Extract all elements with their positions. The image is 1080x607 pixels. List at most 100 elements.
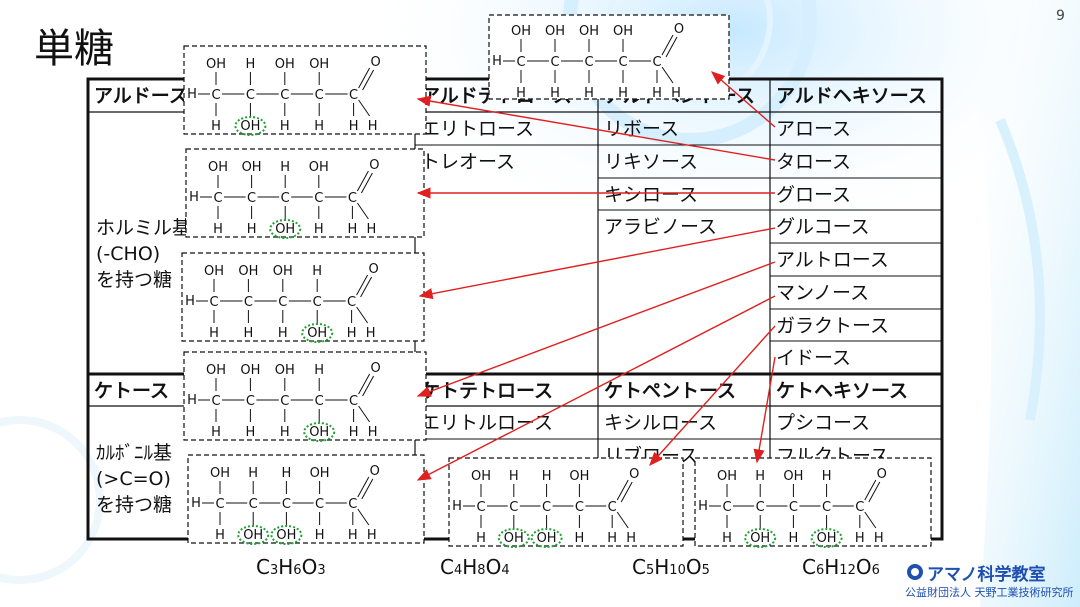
atom-c: C [315, 88, 324, 103]
substituent-top: OH [717, 469, 737, 484]
atom-c: C [722, 500, 731, 515]
atom-bg [278, 392, 291, 408]
mapping-arrow [710, 71, 776, 128]
substituent-bottom: H [516, 86, 526, 101]
atom-bg [347, 86, 360, 102]
mapping-arrow [649, 325, 776, 467]
logo-mark-icon [907, 564, 923, 580]
atom-c: C [282, 497, 291, 512]
substituent-bottom: H [314, 222, 324, 237]
substituent-top: H [248, 466, 258, 481]
logo-name: アマノ科学教室 [927, 565, 1046, 585]
substituent-bottom: OH [537, 531, 557, 546]
double-bond [358, 67, 371, 89]
oh-highlight [269, 219, 302, 239]
substituent-top: OH [471, 469, 491, 484]
sugar-galactose: ガラクトース [776, 315, 890, 337]
atom-c: C [476, 500, 485, 515]
atom-o: O [370, 464, 380, 479]
atom-bg [279, 189, 292, 205]
formula-c4: C4H8O4 [434, 550, 516, 584]
double-bond [356, 170, 369, 192]
substituent-bottom: OH [817, 531, 837, 546]
atom-c: C [211, 88, 220, 103]
atom-c: C [608, 500, 617, 515]
atom-c: C [822, 500, 831, 515]
double-bond [864, 479, 877, 501]
amano-logo: アマノ科学教室 公益財団法人 天野工業技術研究所 [905, 560, 1075, 604]
atom-bg [313, 495, 326, 511]
substituent-top: OH [310, 466, 330, 481]
double-bond [620, 481, 633, 503]
mapping-arrow [753, 356, 776, 464]
substituent-top: OH [242, 160, 262, 175]
structure-box [187, 454, 425, 544]
structure-box [488, 14, 730, 100]
atom-c: C [550, 55, 559, 70]
page-number: 9 [1056, 8, 1065, 24]
atom-c: C [652, 55, 661, 70]
substituent-bottom: H [280, 119, 290, 134]
substituent-bottom: OH [750, 531, 770, 546]
formula-c6-o: 6 [871, 563, 880, 578]
substituent-top: H [509, 469, 519, 484]
ketopentose-header: ケトペントース [604, 380, 737, 402]
atom-bg [346, 495, 359, 511]
atom-h: H [191, 496, 201, 511]
atom-h: H [626, 531, 636, 546]
substituent-bottom: H [349, 425, 359, 440]
atom-c: C [348, 497, 357, 512]
substituent-bottom: H [213, 222, 223, 237]
atom-o: O [629, 467, 639, 482]
double-bond [661, 34, 674, 56]
atom-bg [214, 495, 226, 511]
atom-h: H [492, 54, 502, 69]
substituent-top: OH [579, 24, 599, 39]
sugar-talose: タロース [776, 151, 852, 173]
atom-c: C [756, 500, 765, 515]
substituent-top: OH [309, 57, 329, 72]
substituent-bottom: H [855, 531, 865, 546]
oh-highlight [744, 528, 777, 548]
atom-c: C [315, 497, 324, 512]
atom-bg [853, 498, 866, 514]
atom-h: H [185, 294, 195, 309]
substituent-bottom: H [244, 326, 254, 341]
double-bond [356, 274, 369, 296]
ketotetrose-header: ケトテトロース [421, 380, 554, 402]
formula-c3-c: 3 [269, 563, 279, 578]
atom-h: H [367, 528, 377, 543]
atom-bg [345, 293, 358, 309]
substituent-top: OH [569, 469, 589, 484]
formula-c4-o: 4 [501, 563, 510, 578]
atom-o: O [877, 467, 887, 482]
oh-highlight [810, 528, 843, 548]
formula-c4-h: 8 [477, 563, 486, 578]
atom-c: C [249, 497, 258, 512]
sugar-xylulose: キシルロース [604, 412, 718, 434]
atom-o: O [370, 361, 380, 376]
formula-c3-o: 3 [317, 563, 326, 578]
atom-c: C [347, 295, 356, 310]
substituent-top: OH [783, 469, 803, 484]
substituent-bottom: OH [240, 119, 260, 134]
oh-highlight [530, 528, 563, 548]
aldose-desc-line: ホルミル基 [96, 217, 192, 239]
atom-c: C [575, 500, 584, 515]
substituent-top: OH [206, 363, 226, 378]
atom-bg [276, 293, 289, 309]
substituent-bottom: OH [275, 222, 295, 237]
substituent-bottom: H [347, 326, 357, 341]
substituent-bottom: H [348, 528, 358, 543]
double-bond [362, 375, 375, 397]
substituent-bottom: OH [307, 326, 327, 341]
substituent-top: OH [275, 363, 295, 378]
mapping-arrow [416, 95, 776, 161]
substituent-top: H [314, 363, 324, 378]
bond-line [358, 405, 371, 423]
atom-bg [212, 189, 224, 205]
substituent-bottom: OH [276, 528, 296, 543]
substituent-bottom: OH [309, 425, 329, 440]
atom-c: C [618, 55, 627, 70]
